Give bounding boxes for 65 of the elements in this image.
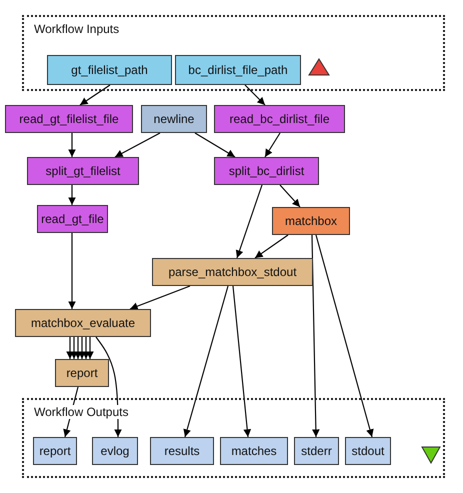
process-box bbox=[92, 437, 138, 465]
group-frame bbox=[22, 15, 445, 91]
arrow bbox=[315, 234, 374, 438]
group-frame bbox=[22, 398, 445, 478]
process-box bbox=[15, 309, 151, 337]
node-label: split_gt_filelist bbox=[46, 164, 120, 178]
node-label: newline bbox=[154, 112, 194, 126]
arrow bbox=[244, 84, 266, 106]
node-label: gt_filelist_path bbox=[71, 63, 148, 77]
node-label: report bbox=[66, 366, 98, 380]
process-box bbox=[220, 437, 288, 465]
arrow bbox=[68, 133, 76, 157]
arrow bbox=[66, 337, 74, 359]
process-box bbox=[294, 437, 339, 465]
process-box bbox=[27, 157, 139, 185]
node-label: split_bc_dirlist bbox=[228, 164, 304, 178]
node-label: parse_matchbox_stdout bbox=[168, 265, 297, 279]
arrow bbox=[68, 233, 76, 309]
arrow bbox=[236, 184, 263, 258]
process-box bbox=[272, 207, 350, 235]
process-box bbox=[55, 359, 109, 387]
node-label: bc_dirlist_file_path bbox=[188, 63, 288, 77]
arrow bbox=[68, 185, 76, 205]
arrow bbox=[232, 286, 252, 438]
process-box bbox=[175, 55, 301, 85]
process-box bbox=[33, 437, 77, 465]
arrow bbox=[280, 184, 300, 208]
node-label: matches bbox=[231, 444, 277, 458]
arrow bbox=[82, 337, 90, 359]
group-title: Workflow Outputs bbox=[32, 405, 130, 419]
node-label: stdout bbox=[352, 444, 384, 458]
process-box bbox=[345, 437, 391, 465]
node-label: read_bc_dirlist_file bbox=[229, 112, 330, 126]
triangle-marker bbox=[308, 58, 330, 76]
node-label: read_gt_filelist_file bbox=[19, 112, 119, 126]
node-label: matchbox_evaluate bbox=[30, 316, 136, 330]
arrow bbox=[114, 132, 160, 158]
process-box bbox=[141, 105, 207, 133]
arrow bbox=[183, 286, 229, 438]
process-box bbox=[37, 205, 108, 233]
process-box bbox=[214, 105, 345, 133]
node-label: results bbox=[164, 444, 200, 458]
process-box bbox=[214, 157, 319, 185]
process-box bbox=[152, 258, 313, 286]
node-label: report bbox=[39, 444, 71, 458]
arrow bbox=[194, 132, 236, 158]
arrow bbox=[311, 234, 320, 438]
arrow bbox=[96, 336, 122, 437]
process-box bbox=[5, 105, 133, 133]
node-label: evlog bbox=[100, 444, 130, 458]
triangle-marker bbox=[421, 446, 441, 464]
arrow bbox=[74, 337, 82, 359]
arrow bbox=[86, 337, 94, 359]
node-label: stderr bbox=[301, 444, 332, 458]
arrow bbox=[70, 337, 78, 359]
arrow bbox=[254, 234, 288, 258]
node-label: read_gt_file bbox=[41, 212, 104, 226]
process-box bbox=[47, 55, 172, 85]
arrow bbox=[264, 132, 280, 158]
arrow bbox=[130, 285, 190, 310]
arrow bbox=[80, 84, 110, 106]
process-box bbox=[150, 437, 214, 465]
arrow bbox=[78, 337, 86, 359]
node-label: matchbox bbox=[284, 214, 338, 228]
group-title: Workflow Inputs bbox=[32, 22, 122, 36]
